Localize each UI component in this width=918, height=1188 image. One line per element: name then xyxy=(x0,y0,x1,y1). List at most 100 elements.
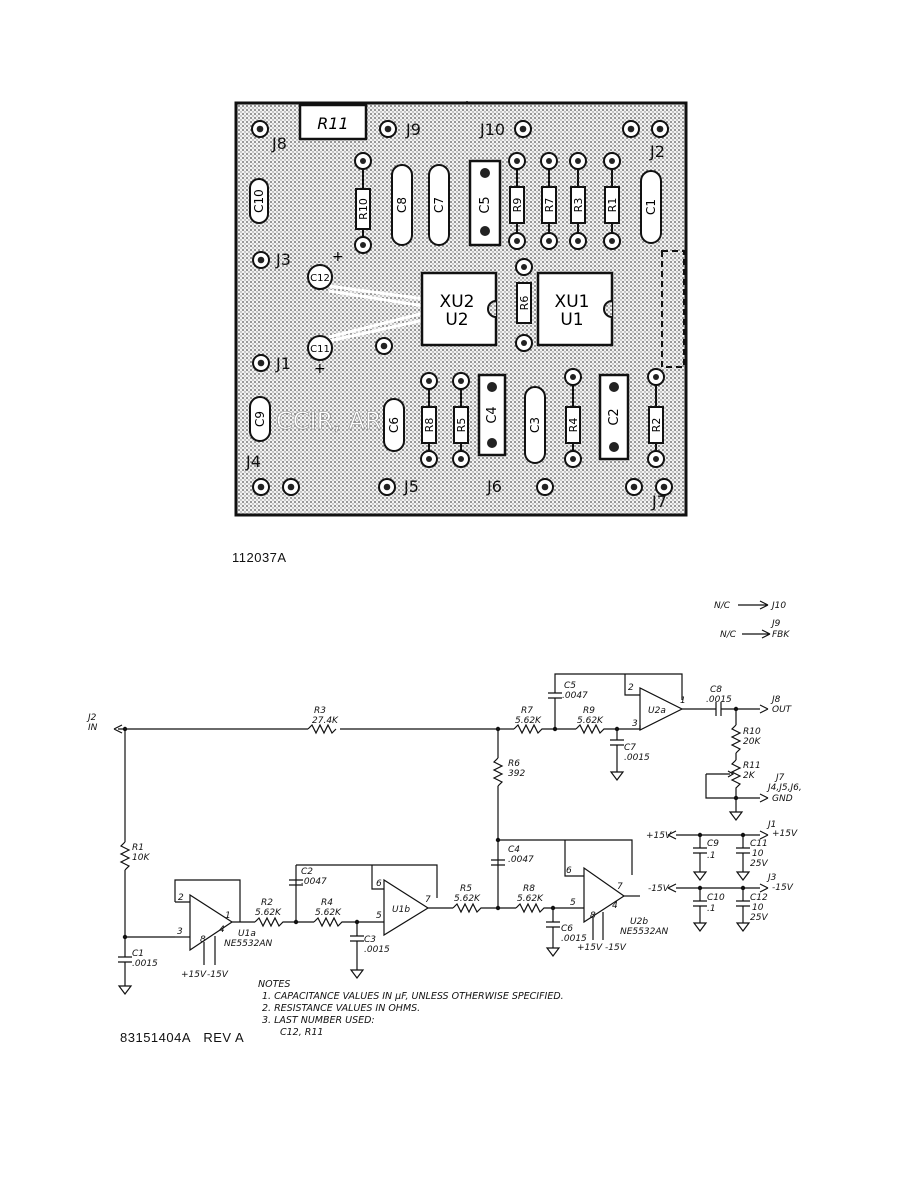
r8-pcb-label: R8 xyxy=(423,418,436,433)
j10-schematic-label: J10 xyxy=(770,601,786,611)
c8-value: .0015 xyxy=(706,695,732,705)
r6-label: R6 xyxy=(508,759,520,769)
r5-value: 5.62K xyxy=(454,894,481,904)
out-label: OUT xyxy=(772,705,793,715)
svg-text:+: + xyxy=(314,361,326,377)
u1b-pin6: 6 xyxy=(376,879,382,889)
in-label: IN xyxy=(88,723,98,733)
fbk-label: FBK xyxy=(772,630,790,640)
r10-label: R10 xyxy=(743,727,761,737)
r1-label: R1 xyxy=(132,843,144,853)
r7-label: R7 xyxy=(521,706,533,716)
c1-pcb-label: C1 xyxy=(644,199,658,215)
r2-pcb-label: R2 xyxy=(650,418,663,433)
note-1: 1. CAPACITANCE VALUES IN µF, UNLESS OTHE… xyxy=(262,991,564,1002)
u2a-pin2: 2 xyxy=(628,683,634,693)
u2b-pin7: 7 xyxy=(617,882,623,892)
c12-value: 10 xyxy=(752,903,764,913)
r4-label: R4 xyxy=(321,898,333,908)
c6-label: C6 xyxy=(561,924,573,934)
r3-value: 27.4K xyxy=(312,716,339,726)
j8-label: J8 xyxy=(271,134,287,153)
u2b-pin6: 6 xyxy=(566,866,572,876)
minus15-out-label: -15V xyxy=(772,883,794,893)
r1-value: 10K xyxy=(132,853,150,863)
r2-value: 5.62K xyxy=(255,908,282,918)
j7-label: J7 xyxy=(651,492,667,511)
u1-plus-supply: +15V xyxy=(181,970,207,980)
u2-minus-supply: -15V xyxy=(605,943,627,953)
u1a-pin8: 8 xyxy=(200,935,206,945)
c3-value: .0015 xyxy=(364,945,390,955)
c10-pcb-label: C10 xyxy=(252,189,266,213)
c12-pcb-label: C12 xyxy=(310,273,330,284)
nc-j10-label: N/C xyxy=(714,601,731,611)
pcb-drawing-number: 112037A xyxy=(232,550,287,565)
c3-label: C3 xyxy=(364,935,376,945)
pcb-component-layout: R11 J8 J9 J10 J2 J3 J1 J4 J5 J6 J7 C1 xyxy=(234,101,688,517)
xu2-socket: XU2 U2 xyxy=(420,271,498,347)
u1a-pin4: 4 xyxy=(219,925,225,935)
r8-label: R8 xyxy=(523,884,535,894)
c7-label: C7 xyxy=(624,743,636,753)
r10-value: 20K xyxy=(743,737,761,747)
c9-label: C9 xyxy=(707,839,719,849)
c4-pcb-label: C4 xyxy=(485,406,500,423)
c10-label: C10 xyxy=(707,893,725,903)
r7-value: 5.62K xyxy=(515,716,542,726)
c2-pcb-label: C2 xyxy=(607,408,622,425)
j1-schematic-label: J1 xyxy=(766,820,776,830)
r9-pcb-label: R9 xyxy=(511,198,524,213)
c12-label: C12 xyxy=(750,893,768,903)
c7-value: .0015 xyxy=(624,753,650,763)
notes-title: NOTES xyxy=(258,979,290,990)
j9-schematic-label: J9 xyxy=(770,619,781,629)
electrolytic-caps: C12 + C11 + xyxy=(307,249,425,377)
drawing-number: 83151404A xyxy=(120,1030,192,1045)
c11-label: C11 xyxy=(750,839,768,849)
u1a-pin3: 3 xyxy=(177,927,183,937)
u1-label: U1 xyxy=(560,310,583,330)
j9-label: J9 xyxy=(405,120,421,139)
u2b-part: NE5532AN xyxy=(620,927,668,937)
r1-pcb-label: R1 xyxy=(606,198,619,213)
j7-schematic-label: J7 xyxy=(774,773,785,783)
c11-pcb-label: C11 xyxy=(310,344,330,355)
c3-pcb-label: C3 xyxy=(528,417,542,433)
nc-j9-label: N/C xyxy=(720,630,737,640)
r10-pcb-label: R10 xyxy=(357,198,370,220)
c8-pcb-label: C8 xyxy=(395,197,409,213)
r11-label: R11 xyxy=(317,114,348,133)
xu1-label: XU1 xyxy=(555,292,590,312)
r3-label: R3 xyxy=(314,706,326,716)
u2b-pin5: 5 xyxy=(570,898,576,908)
schematic-drawing-number: 83151404A REV A xyxy=(120,1030,244,1045)
u2b-label: U2b xyxy=(630,917,648,927)
note-2: 2. RESISTANCE VALUES IN OHMS. xyxy=(262,1003,420,1014)
j10-label: J10 xyxy=(479,120,505,139)
note-3: 3. LAST NUMBER USED: xyxy=(262,1015,375,1026)
notes-block: NOTES 1. CAPACITANCE VALUES IN µF, UNLES… xyxy=(258,979,564,1038)
j3-label: J3 xyxy=(275,250,291,269)
u2a-label: U2a xyxy=(648,706,666,716)
r6-value: 392 xyxy=(508,769,525,779)
c11-rating: 25V xyxy=(750,859,768,869)
r5-pcb-label: R5 xyxy=(455,418,468,433)
c2-label: C2 xyxy=(301,867,313,877)
u1a-part: NE5532AN xyxy=(224,939,272,949)
r6-pcb: R6 xyxy=(515,258,533,352)
r11-value: 2K xyxy=(743,771,756,781)
r5-label: R5 xyxy=(460,884,472,894)
c5-label: C5 xyxy=(564,681,576,691)
c8-label: C8 xyxy=(710,685,722,695)
u1b-pin5: 5 xyxy=(376,911,382,921)
c1-label: C1 xyxy=(132,949,144,959)
board-label: CCIR, AR xyxy=(276,407,382,435)
r7-pcb-label: R7 xyxy=(543,198,556,213)
j4-label: J4 xyxy=(245,452,261,471)
r4-pcb-label: R4 xyxy=(567,418,580,433)
u2-label: U2 xyxy=(445,310,468,330)
bottom-row-parts: C9 CCIR, AR C6 R8 R5 C4 xyxy=(249,368,665,468)
u2a-pin1: 1 xyxy=(680,696,686,706)
u1-minus-supply: -15V xyxy=(207,970,229,980)
